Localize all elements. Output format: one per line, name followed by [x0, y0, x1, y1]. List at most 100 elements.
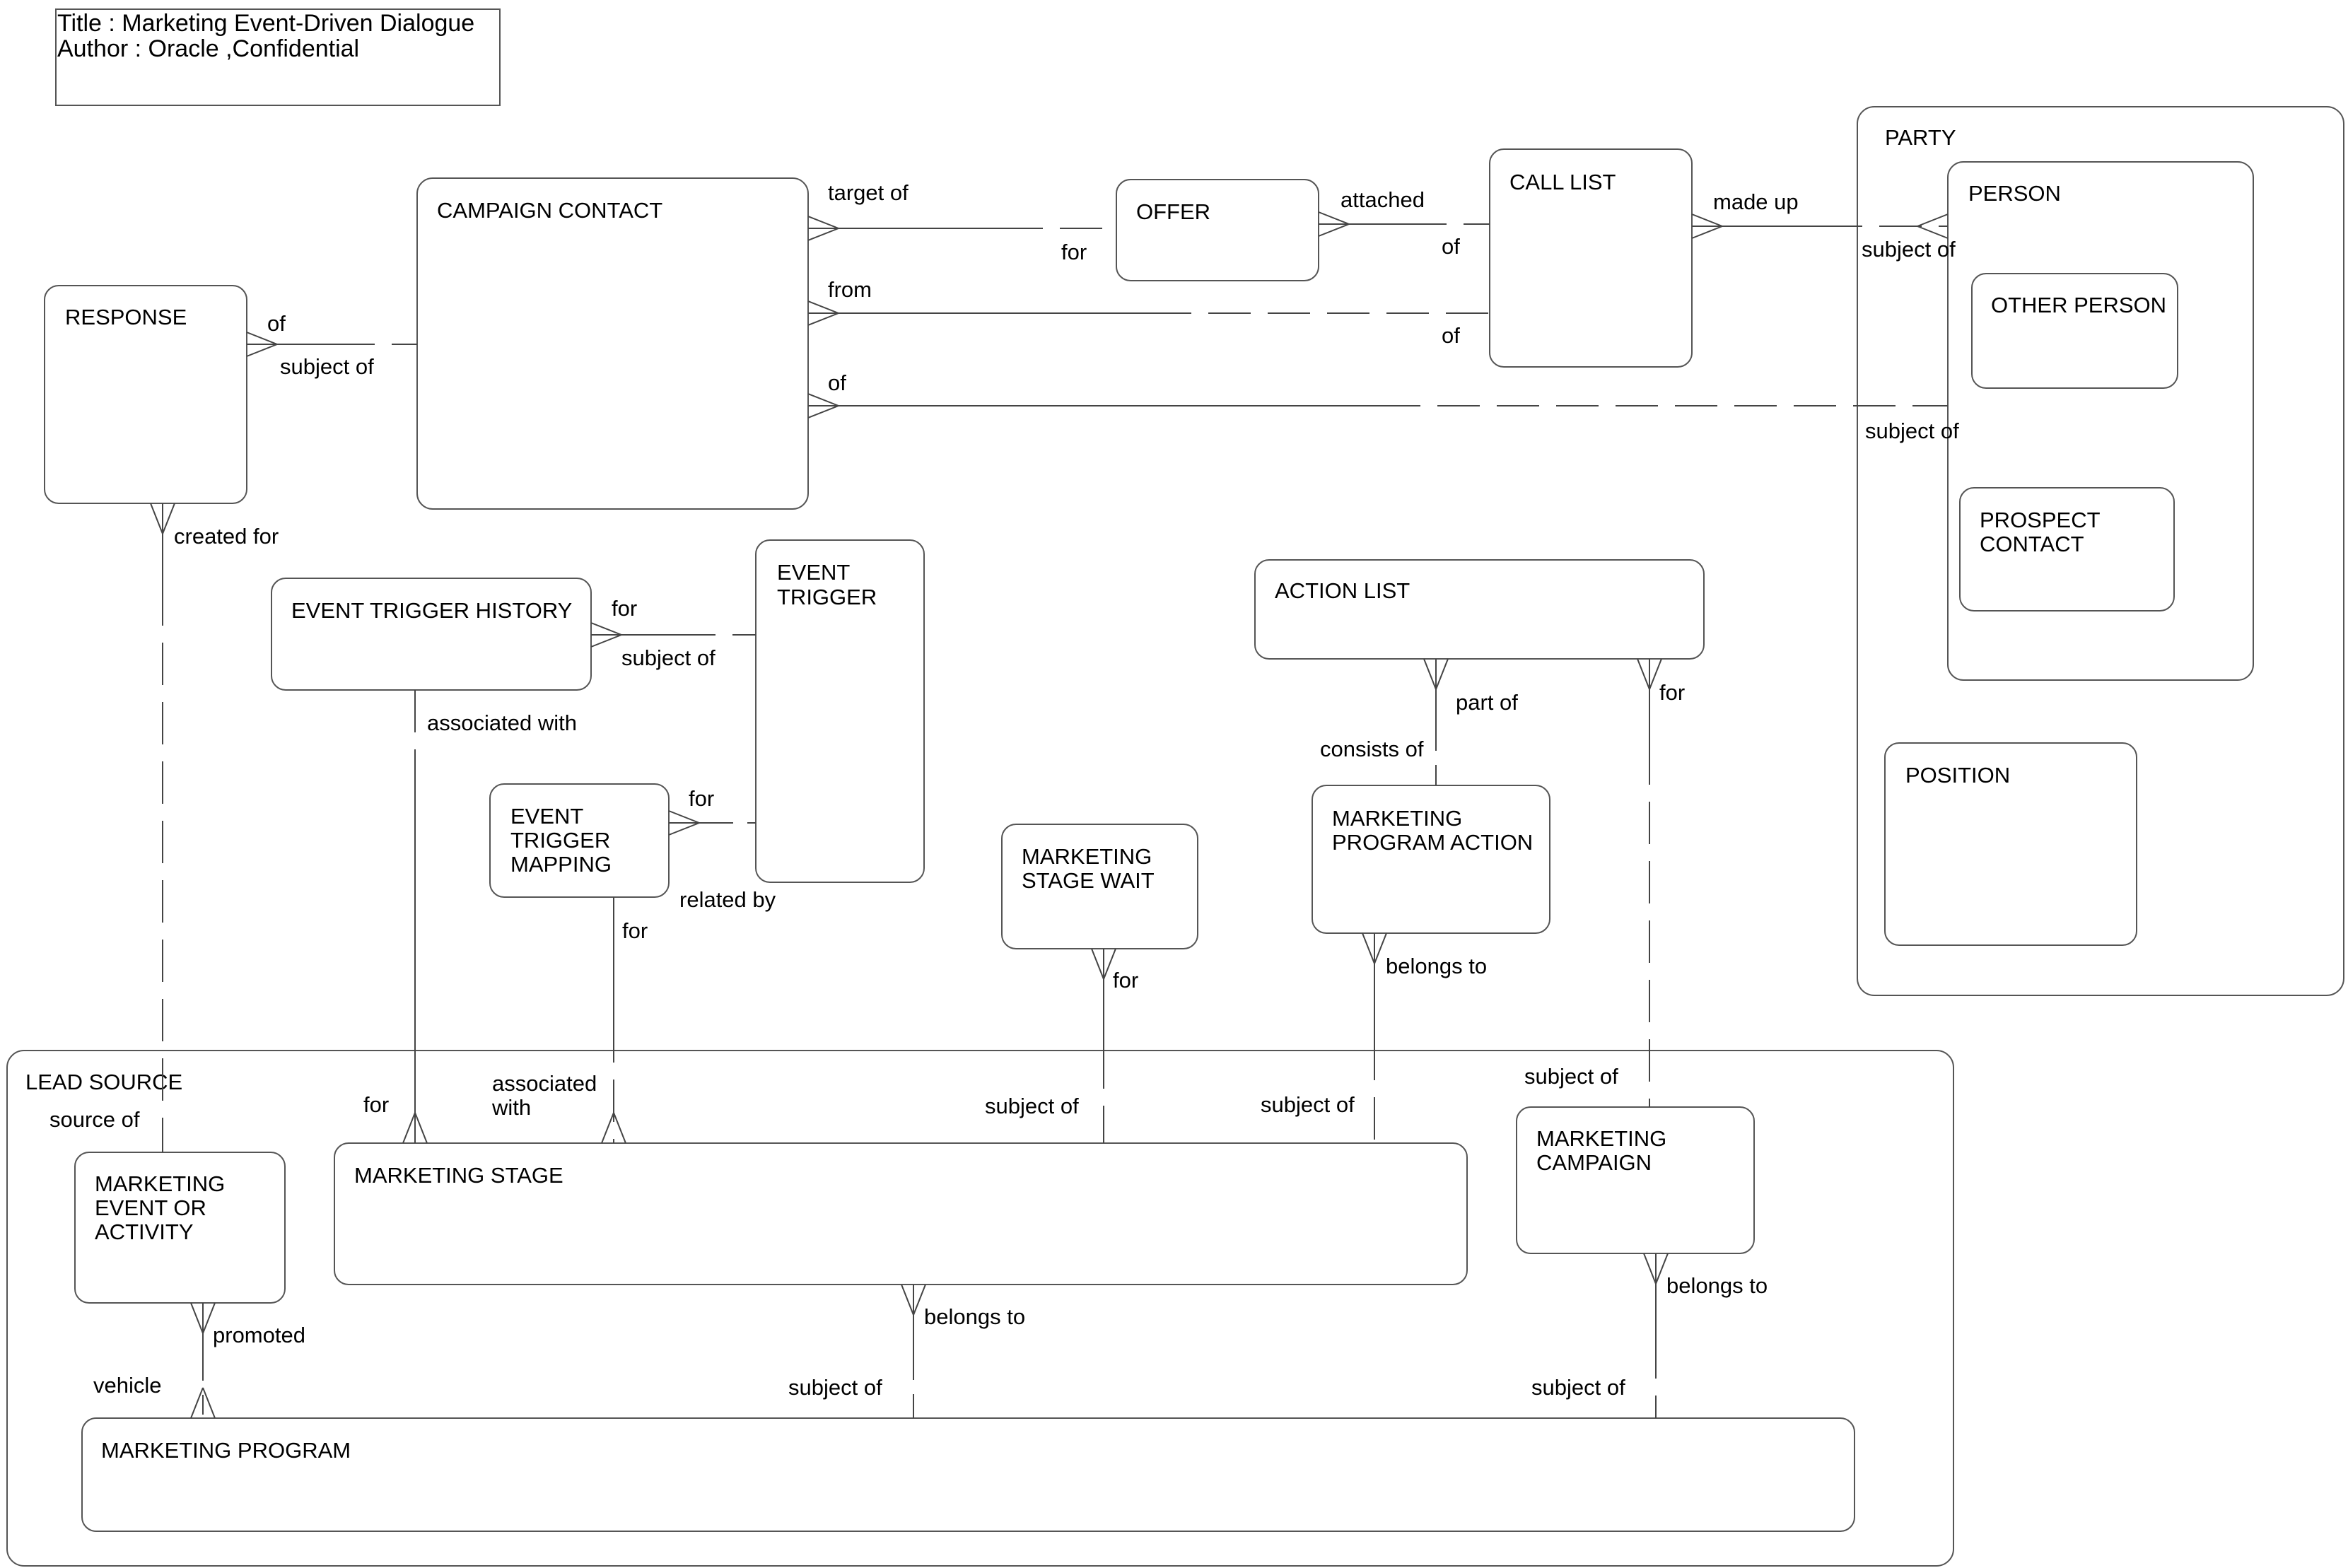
rel-label-msw-for: for [1113, 968, 1138, 993]
entity-position-label: POSITION [1905, 763, 2010, 788]
entity-person-label: PERSON [1968, 181, 2061, 206]
entity-action-list-label: ACTION LIST [1275, 578, 1410, 603]
rel-label-made-up: made up [1713, 189, 1799, 214]
entity-marketing-program-action-label-2: PROGRAM ACTION [1332, 830, 1533, 855]
rel-label-calllist-of-offer: of [1442, 234, 1460, 259]
entity-response-label: RESPONSE [65, 305, 187, 329]
rel-campaign-contact-person[interactable] [807, 393, 1948, 419]
rel-label-al-for: for [1659, 680, 1685, 705]
entity-event-trigger-mapping[interactable]: EVENT TRIGGER MAPPING [489, 783, 670, 898]
entity-meoa-label-3: ACTIVITY [95, 1219, 194, 1244]
entity-event-trigger-label-1: EVENT [777, 560, 850, 585]
rel-campaign-contact-call-list[interactable] [807, 300, 1490, 326]
rel-label-mp-subject-of-mc: subject of [1531, 1375, 1625, 1400]
rel-label-etm-for: for [689, 786, 714, 811]
rel-etm-marketing-stage[interactable] [601, 897, 626, 1144]
entity-marketing-stage-wait[interactable]: MARKETING STAGE WAIT [1001, 824, 1198, 949]
rel-label-ms-associated-1: associated [492, 1071, 597, 1096]
rel-label-etm-for-ms: for [622, 918, 648, 943]
rel-marketing-campaign-marketing-program[interactable] [1643, 1253, 1669, 1418]
rel-label-ms-associated-2: with [491, 1095, 531, 1120]
rel-label-offer-for: for [1061, 240, 1087, 264]
rel-label-mp-subject-of-ms: subject of [788, 1375, 882, 1400]
entity-campaign-contact[interactable]: CAMPAIGN CONTACT [416, 177, 809, 510]
entity-offer-label: OFFER [1136, 199, 1210, 224]
rel-label-cc-of: of [828, 370, 846, 395]
rel-mpa-marketing-stage[interactable] [1362, 932, 1387, 1143]
entity-marketing-campaign-label-2: CAMPAIGN [1536, 1150, 1652, 1175]
rel-label-consists-of: consists of [1320, 737, 1424, 761]
entity-marketing-stage-wait-label-1: MARKETING [1022, 844, 1152, 869]
rel-marketing-stage-marketing-program[interactable] [901, 1284, 926, 1418]
entity-marketing-program-action[interactable]: MARKETING PROGRAM ACTION [1312, 785, 1550, 934]
rel-label-ms-subject-of-msw: subject of [985, 1094, 1079, 1118]
entity-response[interactable]: RESPONSE [44, 285, 247, 504]
entity-lead-source-label: LEAD SOURCE [25, 1070, 182, 1094]
rel-campaign-contact-offer[interactable] [807, 216, 1116, 241]
entity-event-trigger-history[interactable]: EVENT TRIGGER HISTORY [271, 578, 592, 691]
entity-marketing-event-or-activity[interactable]: MARKETING EVENT OR ACTIVITY [74, 1152, 286, 1304]
entity-prospect-contact[interactable]: PROSPECT CONTACT [1959, 487, 2175, 612]
rel-label-mc-belongs-to: belongs to [1666, 1273, 1768, 1298]
rel-meoa-marketing-program[interactable] [190, 1302, 216, 1419]
rel-label-vehicle: vehicle [93, 1373, 162, 1398]
entity-event-trigger-mapping-label-2: TRIGGER [510, 828, 610, 853]
rel-label-et-subject-of: subject of [621, 645, 716, 670]
entity-event-trigger[interactable]: EVENT TRIGGER [755, 539, 925, 883]
rel-label-response-of: of [267, 311, 286, 336]
entity-campaign-contact-label: CAMPAIGN CONTACT [437, 198, 662, 223]
entity-meoa-label-1: MARKETING [95, 1171, 225, 1196]
rel-label-related-by: related by [679, 887, 776, 912]
title-block: Title : Marketing Event-Driven Dialogue … [55, 8, 501, 106]
rel-label-calllist-of-cc: of [1442, 323, 1460, 348]
rel-msw-marketing-stage[interactable] [1091, 948, 1116, 1143]
rel-eth-event-trigger[interactable] [590, 622, 756, 648]
entity-prospect-contact-label-1: PROSPECT [1980, 508, 2101, 532]
entity-event-trigger-mapping-label-1: EVENT [510, 804, 583, 829]
rel-label-from: from [828, 277, 872, 302]
entity-marketing-campaign[interactable]: MARKETING CAMPAIGN [1516, 1106, 1755, 1254]
rel-label-source-of: source of [49, 1107, 140, 1132]
entity-marketing-campaign-label-1: MARKETING [1536, 1126, 1666, 1151]
entity-other-person-label: OTHER PERSON [1991, 293, 2166, 317]
rel-label-mc-subject-of: subject of [1524, 1064, 1618, 1089]
entity-marketing-program-label: MARKETING PROGRAM [101, 1438, 351, 1463]
entity-party-label: PARTY [1885, 125, 1956, 150]
entity-position[interactable]: POSITION [1884, 742, 2137, 946]
entity-offer[interactable]: OFFER [1116, 179, 1319, 281]
entity-event-trigger-history-label: EVENT TRIGGER HISTORY [291, 598, 572, 623]
rel-call-list-person[interactable] [1691, 213, 1949, 239]
rel-etm-event-trigger[interactable] [668, 810, 756, 836]
rel-label-mpa-belongs-to: belongs to [1386, 954, 1487, 978]
rel-label-created-for: created for [174, 524, 279, 549]
rel-offer-call-list[interactable] [1318, 211, 1490, 237]
rel-label-eth-for: for [612, 596, 637, 621]
rel-label-promoted: promoted [213, 1323, 305, 1347]
diagram-author: Author : Oracle ,Confidential [57, 35, 359, 62]
entity-marketing-stage[interactable]: MARKETING STAGE [334, 1142, 1468, 1285]
rel-label-target-of: target of [828, 180, 909, 205]
entity-marketing-program[interactable]: MARKETING PROGRAM [81, 1417, 1855, 1532]
rel-label-ms-for-eth: for [363, 1092, 389, 1117]
rel-eth-marketing-stage[interactable] [402, 690, 428, 1144]
entity-other-person[interactable]: OTHER PERSON [1971, 273, 2178, 389]
entity-event-trigger-mapping-label-3: MAPPING [510, 852, 612, 877]
rel-action-list-marketing-campaign[interactable] [1637, 658, 1662, 1107]
entity-call-list-label: CALL LIST [1509, 170, 1616, 194]
rel-label-person-subject-of-cc: subject of [1865, 419, 1959, 443]
entity-event-trigger-label-2: TRIGGER [777, 585, 877, 609]
entity-call-list[interactable]: CALL LIST [1489, 148, 1693, 368]
entity-marketing-program-action-label-1: MARKETING [1332, 806, 1462, 831]
rel-action-list-mpa[interactable] [1423, 658, 1449, 785]
rel-label-person-subject-of-calllist: subject of [1862, 237, 1956, 262]
rel-response-marketing-event[interactable] [150, 503, 175, 1152]
entity-action-list[interactable]: ACTION LIST [1254, 559, 1705, 660]
rel-label-part-of: part of [1456, 690, 1518, 715]
rel-response-campaign-contact[interactable] [246, 332, 417, 357]
rel-label-eth-associated-with: associated with [427, 710, 577, 735]
rel-label-attached: attached [1341, 187, 1425, 212]
rel-label-ms-subject-of-mpa: subject of [1261, 1092, 1355, 1117]
entity-prospect-contact-label-2: CONTACT [1980, 532, 2084, 556]
entity-marketing-stage-wait-label-2: STAGE WAIT [1022, 868, 1155, 893]
